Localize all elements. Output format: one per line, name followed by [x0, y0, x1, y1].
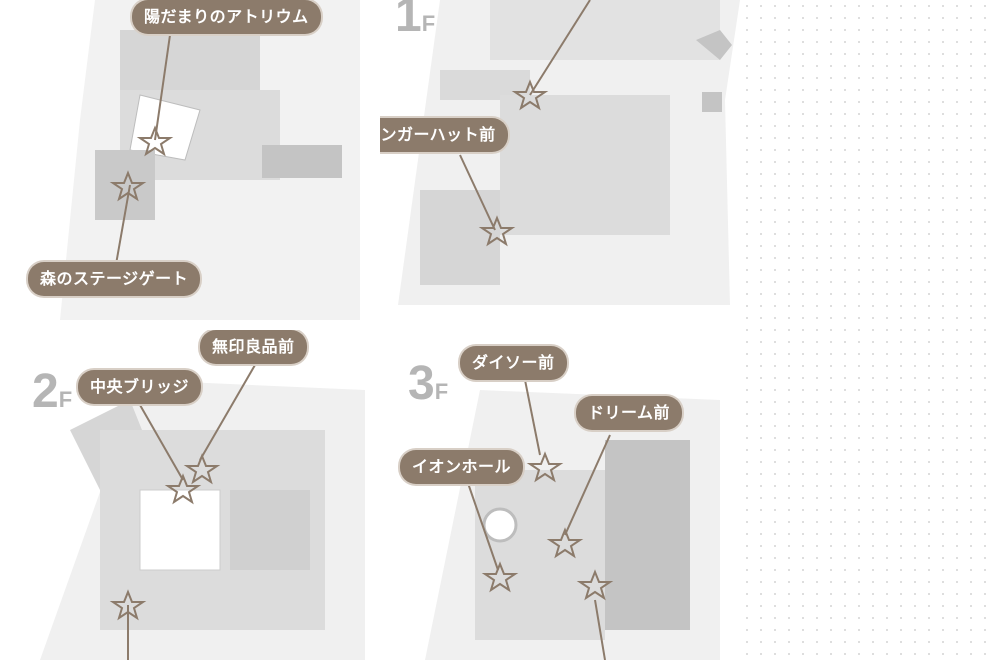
floor-map-drawing: [425, 379, 720, 660]
location-tag-ringer-hut[interactable]: リンガーハット前: [380, 118, 508, 152]
star-icon: [109, 589, 147, 621]
star-icon: [478, 215, 516, 247]
floor-label-3f: 3F: [408, 357, 449, 410]
floor-map-drawing: [60, 0, 360, 320]
background-dot-pattern: [740, 0, 990, 660]
floor-label-1f: 1F: [395, 0, 436, 42]
location-tag-dream[interactable]: ドリーム前: [576, 396, 683, 430]
location-tag-central-bridge[interactable]: 中央ブリッジ: [78, 370, 202, 404]
star-icon: [109, 170, 147, 202]
star-icon: [481, 561, 519, 593]
floor-map-drawing: [398, 0, 740, 305]
star-icon: [526, 451, 564, 483]
star-icon: [164, 473, 202, 505]
floor-map-drawing: [40, 364, 365, 660]
floor-map-panel-1f: 1F リンガーハット前: [380, 0, 740, 320]
location-tag-aeon-hall[interactable]: イオンホール: [400, 450, 524, 484]
location-tag-atrium[interactable]: 陽だまりのアトリウム: [132, 0, 321, 34]
location-tag-daiso[interactable]: ダイソー前: [460, 346, 567, 380]
star-icon: [183, 453, 221, 485]
location-tag-stage-gate[interactable]: 森のステージゲート: [28, 262, 201, 296]
star-icon: [136, 125, 174, 157]
location-tag-muji[interactable]: 無印良品前: [200, 330, 307, 364]
star-icon: [546, 527, 584, 559]
floor-map-panel-top-left: 陽だまりのアトリウム 森のステージゲート: [0, 0, 360, 320]
floor-map-panel-2f: 2F 中央ブリッジ 無印良品前: [0, 330, 370, 660]
star-icon: [576, 569, 614, 601]
star-icon: [511, 79, 549, 111]
floor-label-2f: 2F: [32, 365, 73, 418]
floor-map-panel-3f: 3F ダイソー前 ドリーム前 イオンホール: [380, 330, 740, 660]
